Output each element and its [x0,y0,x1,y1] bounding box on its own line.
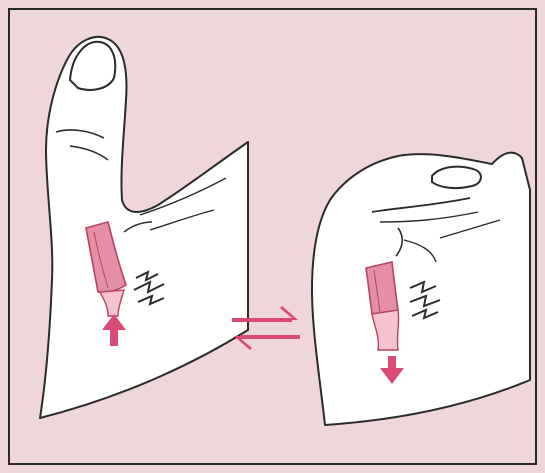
right-thumbnail [432,167,481,188]
right-hand-outline [312,153,530,425]
right-tendon-sheath [366,262,398,315]
right-hand [312,153,530,425]
